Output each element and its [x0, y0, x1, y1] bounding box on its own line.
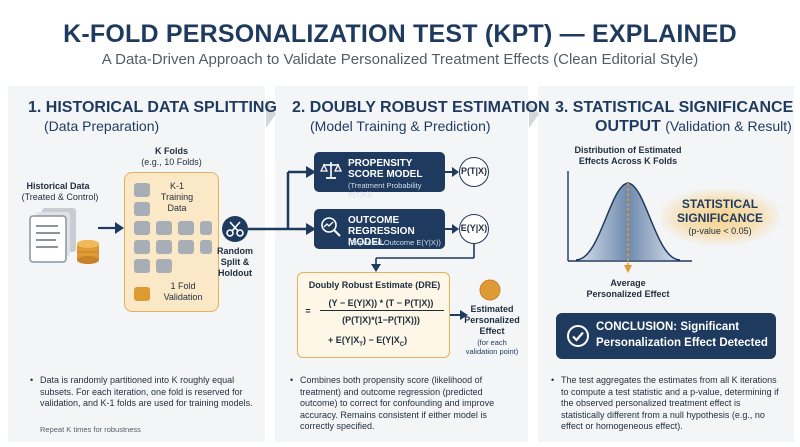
fold-cell	[134, 259, 150, 273]
section-2-subheading: (Model Training & Prediction)	[310, 118, 491, 134]
outcome-out-arrow	[445, 224, 459, 234]
fold-cell	[178, 240, 194, 254]
fold-cell	[134, 221, 150, 235]
fold-cell	[134, 202, 150, 216]
fold-cell	[156, 221, 172, 235]
k-folds-box: K-1 Training Data 1 Fold Validation	[124, 172, 219, 312]
page-subtitle: A Data-Driven Approach to Validate Perso…	[101, 51, 699, 68]
dre-numerator: (Y − E(Y|X)) * (T − P(T|X))	[328, 298, 434, 308]
training-label: Data	[167, 203, 187, 213]
propensity-title: PROPENSITY	[348, 158, 413, 169]
outcome-title: REGRESSION MODEL	[348, 226, 415, 248]
significance-label: STATISTICAL	[681, 197, 759, 211]
propensity-out-arrow	[445, 167, 459, 177]
historical-data-sublabel: (Treated & Control)	[21, 192, 99, 202]
validation-label: 1 Fold	[170, 281, 196, 291]
page-title: K-FOLD PERSONALIZATION TEST (KPT) — EXPL…	[63, 20, 737, 48]
section-3-heading: 3. STATISTICAL SIGNIFICANCE	[555, 99, 794, 116]
k-folds-sublabel: (e.g., 10 Folds)	[141, 157, 202, 167]
distribution-curve-chart	[567, 171, 692, 273]
check-circle-icon	[567, 325, 589, 347]
dre-fraction-bar	[320, 310, 444, 312]
estimate-label: Personalized	[464, 315, 520, 325]
fold-cell	[200, 221, 212, 235]
propensity-score-model: PROPENSITY SCORE MODEL (Treatment Probab…	[314, 152, 445, 199]
doubly-robust-estimate-box: Doubly Robust Estimate (DRE) (Y − E(Y|X)…	[297, 272, 450, 358]
chevron-2-icon	[529, 100, 539, 128]
dre-equals: =	[305, 306, 311, 316]
fold-cell	[178, 221, 194, 235]
estimate-sublabel: (for each	[477, 338, 507, 347]
models-to-dre-connector	[371, 244, 475, 272]
training-label: Training	[160, 192, 194, 202]
significance-pvalue: (p-value < 0.05)	[688, 226, 752, 236]
average-effect-label: Personalized Effect	[586, 289, 670, 299]
validation-fold-cell	[134, 287, 150, 301]
panel-3-background	[538, 86, 794, 442]
split-label: Random	[217, 246, 253, 256]
fold-cell	[134, 183, 150, 197]
conclusion-banner: CONCLUSION: Significant Personalization …	[556, 313, 776, 359]
dre-title: Doubly Robust Estimate (DRE)	[308, 280, 441, 290]
section-2-heading: 2. DOUBLY ROBUST ESTIMATION	[292, 99, 550, 116]
significance-label: SIGNIFICANCE	[676, 211, 763, 225]
distribution-title: Effects Across K Folds	[578, 156, 678, 166]
distribution-title: Distribution of Estimated	[574, 145, 682, 155]
significance-glow	[660, 189, 780, 245]
outcome-regression-model: OUTCOME REGRESSION MODEL (Expected Outco…	[314, 209, 445, 249]
data-to-folds-arrow	[100, 222, 124, 234]
split-label: Split &	[220, 257, 250, 267]
database-icon	[77, 240, 99, 264]
fold-cell	[200, 240, 212, 254]
section-1-footnote: Repeat K times for robustness	[40, 425, 141, 434]
section-1-subheading: (Data Preparation)	[44, 118, 160, 134]
outcome-output: E(Y|X)	[459, 214, 489, 244]
split-to-models-connector	[248, 166, 316, 235]
conclusion-text: Personalization Effect Detected	[596, 337, 768, 349]
estimate-dot-icon	[479, 279, 501, 301]
fold-cell	[134, 240, 150, 254]
dre-to-estimate-arrow	[450, 310, 468, 320]
document-stack-icon	[29, 208, 108, 264]
propensity-title: SCORE MODEL	[348, 169, 423, 180]
average-effect-label: Average	[610, 278, 646, 288]
dre-tail: + E(Y|XT) − E(Y|XC)	[328, 335, 408, 348]
propensity-output: P(T|X)	[459, 157, 489, 187]
propensity-subtitle: (Treatment Probability P(T|X))	[348, 181, 422, 199]
validation-label: Validation	[163, 292, 203, 302]
fold-cell	[156, 259, 172, 273]
outcome-title: OUTCOME	[348, 215, 400, 226]
chevron-1-icon	[266, 100, 276, 128]
dre-denominator: (P(T|X)*(1−P(T|X)))	[342, 315, 420, 325]
estimate-label: Estimated	[470, 304, 514, 314]
k-folds-label: K Folds	[155, 146, 188, 156]
section-1-heading: 1. HISTORICAL DATA SPLITTING	[28, 99, 277, 116]
section-3-heading: OUTPUT (Validation & Result)	[595, 118, 792, 135]
scissors-icon	[222, 216, 248, 242]
regression-magnifier-icon	[321, 217, 341, 237]
training-label: K-1	[169, 181, 184, 191]
outcome-subtitle: (Expected Outcome E(Y|X))	[348, 238, 441, 247]
bell-curve-fill	[576, 183, 680, 260]
split-label: Holdout	[218, 268, 252, 278]
conclusion-text: CONCLUSION: Significant	[596, 321, 740, 333]
estimate-label: Effect	[479, 326, 505, 336]
fold-cell	[156, 240, 172, 254]
panel-2-background	[275, 86, 528, 442]
scale-icon	[320, 162, 342, 179]
historical-data-label: Historical Data	[26, 181, 90, 191]
estimate-sublabel: validation point)	[465, 347, 519, 356]
